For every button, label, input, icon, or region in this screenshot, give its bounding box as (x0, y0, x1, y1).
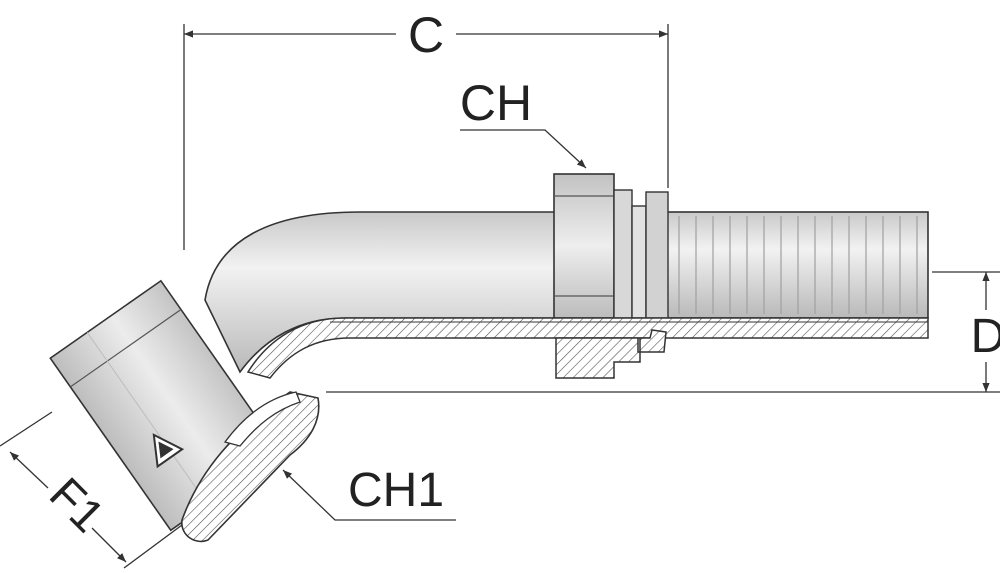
hose-tail-ridges (661, 216, 918, 314)
bent-tube (204, 211, 561, 374)
leader-ch1: CH1 (282, 464, 456, 521)
dimension-c: C (183, 7, 669, 250)
swivel-nut-section (181, 391, 320, 543)
dim-label-c: C (408, 7, 444, 63)
triangle-logo-icon (152, 433, 185, 469)
label-ch: CH (460, 75, 532, 131)
hose-tail (639, 211, 929, 319)
collar-section (555, 329, 667, 379)
dim-label-f1: F1 (40, 467, 115, 542)
label-ch1: CH1 (348, 464, 444, 517)
section-wall (246, 317, 929, 379)
leader-ch: CH (460, 75, 587, 169)
dim-label-d: D (971, 310, 1000, 363)
dimension-d: D (326, 271, 1000, 393)
hex-nut-ch (553, 173, 669, 319)
